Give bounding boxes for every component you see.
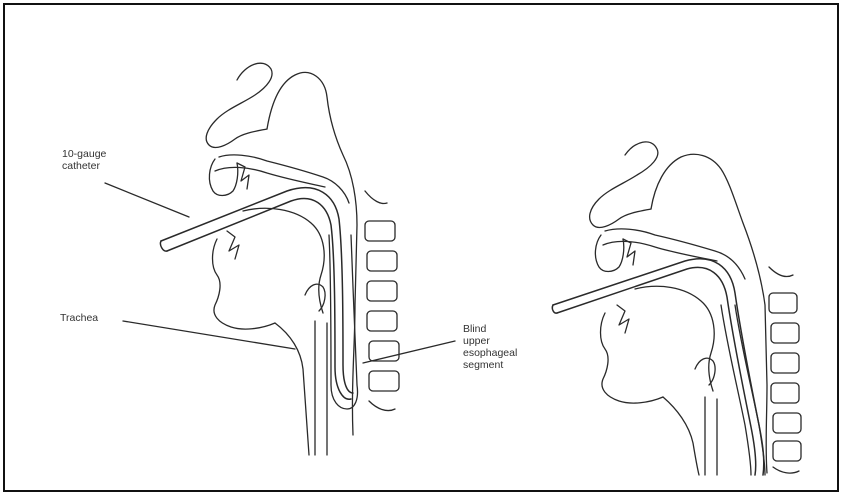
right-head-illustration (552, 142, 801, 475)
esophageal-segment-label: Blind upper esophageal segment (463, 323, 553, 371)
left-upper-lip (209, 159, 237, 196)
right-neck-front (663, 397, 699, 475)
trachea-label: Trachea (60, 312, 120, 324)
right-upper-teeth (623, 239, 635, 265)
left-larynx (305, 284, 325, 311)
left-face-profile (206, 63, 272, 147)
anatomy-diagram (5, 5, 837, 490)
right-lower-teeth (617, 305, 629, 333)
left-lower-lip (213, 239, 276, 329)
left-catheter (160, 188, 353, 399)
left-skull-outline (267, 72, 357, 435)
segment-leader-line (363, 341, 455, 363)
left-neck-front (275, 323, 309, 455)
left-trachea-tube (315, 321, 327, 455)
right-tongue (635, 286, 714, 391)
left-vertebrae (365, 191, 399, 411)
right-vertebrae (769, 267, 801, 473)
right-nasal-cavity (605, 229, 745, 279)
left-tongue (243, 208, 324, 313)
left-lower-teeth (227, 231, 239, 259)
left-head-illustration (105, 63, 455, 455)
right-skull-outline (651, 154, 767, 473)
catheter-leader-line (105, 183, 189, 217)
right-larynx (695, 358, 715, 385)
catheter-label: 10-gauge catheter (62, 148, 142, 172)
right-face-profile (590, 142, 658, 228)
right-lower-lip (601, 313, 664, 403)
left-nasal-cavity (219, 155, 349, 203)
right-trachea-tube (705, 397, 717, 475)
left-palate (215, 167, 325, 187)
figure-frame: 10-gauge catheter Trachea Blind upper es… (3, 3, 839, 492)
right-upper-lip (595, 235, 623, 272)
